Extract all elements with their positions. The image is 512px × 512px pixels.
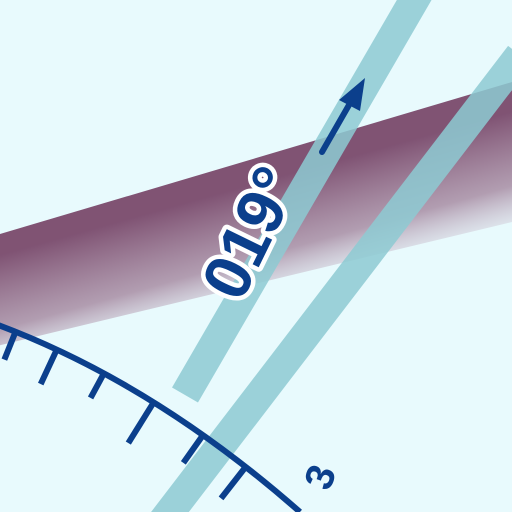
- airway-band-left: [172, 0, 432, 403]
- compass-ticks: [1, 330, 249, 501]
- compass-arc: [0, 322, 302, 512]
- compass-tick: [87, 371, 107, 400]
- direction-arrow-icon: [319, 78, 365, 155]
- compass-tick: [180, 433, 206, 465]
- restricted-area-band: [0, 82, 512, 346]
- compass-tick: [37, 348, 60, 386]
- compass-tick: [125, 400, 157, 445]
- compass-tick: [218, 465, 249, 501]
- compass-tick: [1, 330, 19, 361]
